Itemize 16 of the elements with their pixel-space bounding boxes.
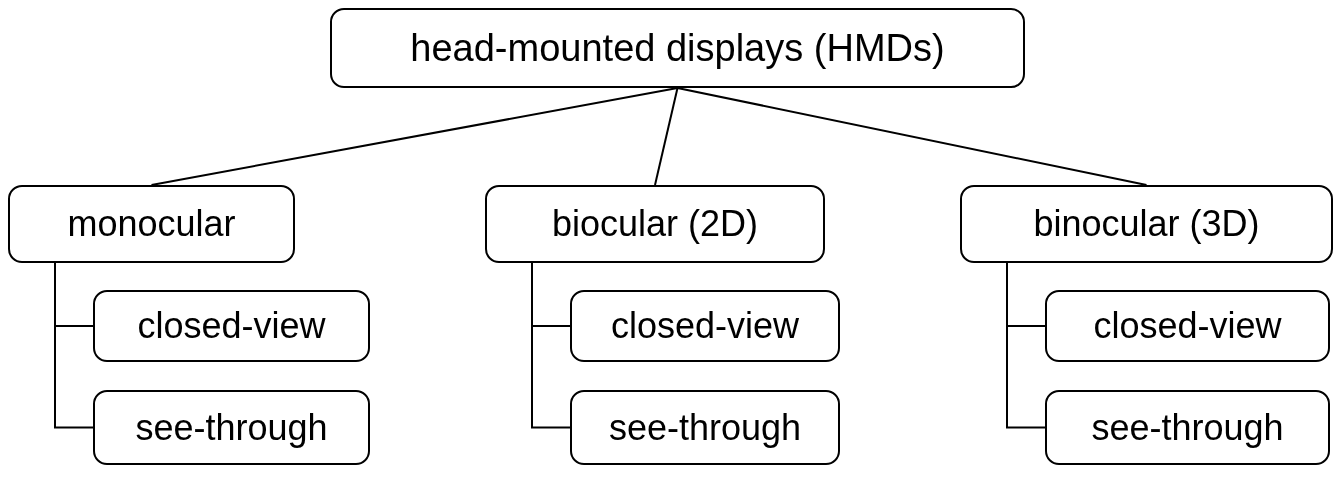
connector-line bbox=[654, 87, 679, 186]
category-box: closed-view bbox=[570, 290, 840, 362]
connector-line bbox=[1006, 262, 1046, 429]
category-box: see-through bbox=[570, 390, 840, 465]
category-box: monocular bbox=[8, 185, 295, 263]
category-box: binocular (3D) bbox=[960, 185, 1333, 263]
connector-line bbox=[531, 262, 571, 429]
connector-line bbox=[676, 87, 1148, 186]
connector-line bbox=[150, 87, 679, 186]
category-box: see-through bbox=[1045, 390, 1330, 465]
category-box: biocular (2D) bbox=[485, 185, 825, 263]
category-box: head-mounted displays (HMDs) bbox=[330, 8, 1025, 88]
connector-line bbox=[54, 262, 94, 429]
category-box: closed-view bbox=[93, 290, 370, 362]
category-box: closed-view bbox=[1045, 290, 1330, 362]
category-box: see-through bbox=[93, 390, 370, 465]
